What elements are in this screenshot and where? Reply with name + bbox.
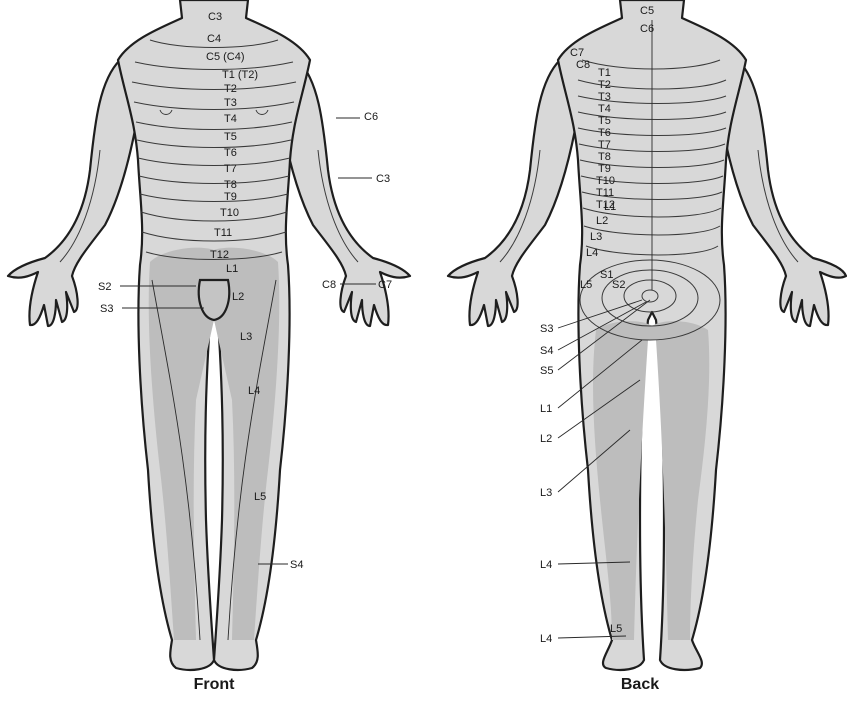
front-body [8, 0, 410, 670]
front-label-t12: T12 [210, 249, 229, 261]
back-label-l2: L2 [540, 433, 552, 445]
front-label-s2: S2 [98, 281, 111, 293]
back-label-l4-calf: L4 [540, 559, 552, 571]
front-label-c3: C3 [208, 11, 222, 23]
front-label-l2: L2 [232, 291, 244, 303]
back-label-t1: T1 [598, 67, 611, 79]
back-label-t8: T8 [598, 151, 611, 163]
back-label-t3: T3 [598, 91, 611, 103]
back-label-l5-spine: L5 [580, 279, 592, 291]
back-right-arm [723, 60, 846, 326]
front-label-c7: C7 [378, 279, 392, 291]
front-label-t4: T4 [224, 113, 237, 125]
front-label-t3: T3 [224, 97, 237, 109]
back-left-arm [448, 60, 575, 326]
front-label-t8: T8 [224, 179, 237, 191]
front-label-t7: T7 [224, 163, 237, 175]
front-label-c6: C6 [364, 111, 378, 123]
back-label-l2-spine: L2 [596, 215, 608, 227]
front-label-t10: T10 [220, 207, 239, 219]
back-label-t10: T10 [596, 175, 615, 187]
back-label-c5: C5 [640, 5, 654, 17]
front-torso [118, 0, 310, 670]
back-label-s4: S4 [540, 345, 553, 357]
front-left-arm [8, 60, 135, 326]
front-label-c4: C4 [207, 33, 221, 45]
front-label-t6: T6 [224, 147, 237, 159]
back-label-c6: C6 [640, 23, 654, 35]
back-label-c8: C8 [576, 59, 590, 71]
back-label-t7: T7 [598, 139, 611, 151]
front-caption: Front [154, 676, 274, 694]
front-label-l4: L4 [248, 385, 260, 397]
back-label-c7: C7 [570, 47, 584, 59]
back-label-l4-foot: L4 [540, 633, 552, 645]
back-label-l1-spine: L1 [604, 201, 616, 213]
back-label-l5-foot: L5 [610, 623, 622, 635]
front-label-t1: T1 (T2) [222, 69, 258, 81]
front-label-c5: C5 (C4) [206, 51, 245, 63]
front-label-l3: L3 [240, 331, 252, 343]
back-label-t9: T9 [598, 163, 611, 175]
front-label-t9: T9 [224, 191, 237, 203]
front-label-t2: T2 [224, 83, 237, 95]
back-label-s5: S5 [540, 365, 553, 377]
front-label-c3-arm: C3 [376, 173, 390, 185]
front-label-l1: L1 [226, 263, 238, 275]
front-label-l5: L5 [254, 491, 266, 503]
back-label-s3: S3 [540, 323, 553, 335]
back-label-t11: T11 [596, 187, 614, 199]
front-label-t5: T5 [224, 131, 237, 143]
back-label-t6: T6 [598, 127, 611, 139]
front-label-s3: S3 [100, 303, 113, 315]
dermatome-figure: C3 C4 C5 (C4) T1 (T2) T2 T3 T4 T5 T6 T7 … [0, 0, 847, 676]
back-label-l3: L3 [540, 487, 552, 499]
back-label-t2: T2 [598, 79, 611, 91]
front-label-s4: S4 [290, 559, 303, 571]
back-label-l3-spine: L3 [590, 231, 602, 243]
front-label-t11: T11 [214, 227, 232, 239]
back-label-s2: S2 [612, 279, 625, 291]
front-label-c8: C8 [322, 279, 336, 291]
back-caption: Back [580, 676, 700, 694]
back-body [448, 0, 846, 670]
back-label-t4: T4 [598, 103, 611, 115]
back-label-l1: L1 [540, 403, 552, 415]
back-label-t5: T5 [598, 115, 611, 127]
back-label-l4-spine: L4 [586, 247, 598, 259]
